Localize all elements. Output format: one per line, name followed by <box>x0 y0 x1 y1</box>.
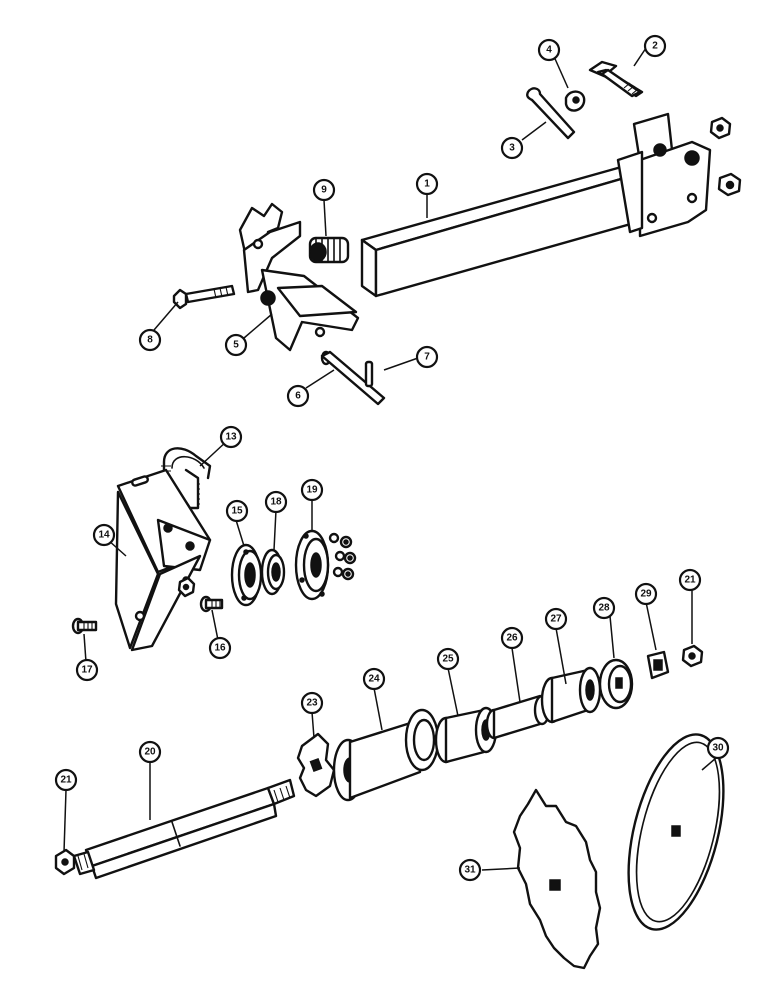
callout-27: 27 <box>544 607 568 631</box>
callout-17-label: 17 <box>81 665 93 676</box>
part-30-disc-blade <box>627 733 725 931</box>
callout-20-label: 20 <box>144 747 156 758</box>
hex-nut-lower-right <box>717 172 742 197</box>
callout-24: 24 <box>362 667 386 691</box>
callout-14-label: 14 <box>98 530 110 541</box>
callout-25-label: 25 <box>442 654 454 665</box>
part-9-spring <box>308 236 350 264</box>
callout-8-label: 8 <box>147 335 153 346</box>
callout-16: 16 <box>208 636 232 660</box>
callout-3-label: 3 <box>509 143 515 154</box>
callout-9: 9 <box>312 178 336 202</box>
part-8-bolt <box>172 284 236 310</box>
part-3-pin <box>526 87 576 140</box>
callout-29-label: 29 <box>640 589 652 600</box>
callout-31: 31 <box>458 858 482 882</box>
part-29-clip <box>646 650 670 680</box>
part-15-bearing-flange <box>230 543 263 607</box>
callout-13: 13 <box>219 425 243 449</box>
callout-25: 25 <box>436 647 460 671</box>
part-24-spool <box>332 708 440 802</box>
part-5-pivot-bracket <box>238 202 360 352</box>
hex-nut-washers-set <box>328 532 357 581</box>
callout-7-label: 7 <box>424 352 430 363</box>
callout-18-label: 18 <box>270 497 282 508</box>
callout-16-label: 16 <box>214 643 226 654</box>
callout-7: 7 <box>415 345 439 369</box>
callout-1: 1 <box>415 172 439 196</box>
callout-29: 29 <box>634 582 658 606</box>
callout-28-label: 28 <box>598 603 610 614</box>
callout-27-label: 27 <box>550 614 562 625</box>
callout-5-label: 5 <box>233 340 239 351</box>
part-21-hex-nut-right <box>681 644 704 668</box>
part-4-clip <box>564 90 586 112</box>
part-17-bolt <box>71 617 98 635</box>
part-28-cap-washer <box>598 658 634 710</box>
part-1-arm-tube <box>360 112 712 298</box>
part-7-roll-pin <box>364 360 374 388</box>
callout-6-label: 6 <box>295 391 301 402</box>
callout-18: 18 <box>264 490 288 514</box>
callout-24-label: 24 <box>368 674 380 685</box>
part-31-notched-disc <box>512 788 602 970</box>
leader-lines <box>63 47 717 871</box>
callout-26-label: 26 <box>506 633 518 644</box>
callout-23: 23 <box>300 691 324 715</box>
callout-19: 19 <box>300 478 324 502</box>
callout-17: 17 <box>75 658 99 682</box>
callout-21-left-label: 21 <box>60 775 72 786</box>
callout-30-label: 30 <box>712 743 724 754</box>
callout-23-label: 23 <box>306 698 318 709</box>
callout-13-label: 13 <box>225 432 237 443</box>
callout-9-label: 9 <box>321 185 327 196</box>
part-20-hex-shaft <box>72 778 296 880</box>
part-16-bolt <box>199 595 224 613</box>
callout-8: 8 <box>138 328 162 352</box>
hex-nut-upper-right <box>709 116 732 140</box>
callout-4: 4 <box>537 38 561 62</box>
callout-1-label: 1 <box>424 179 430 190</box>
part-19-bearing-flange <box>294 529 330 601</box>
part-6-pin <box>320 350 386 406</box>
callout-21-right-label: 21 <box>684 575 696 586</box>
callout-15-label: 15 <box>231 506 243 517</box>
part-23-notched-washer <box>296 732 336 798</box>
callout-28: 28 <box>592 596 616 620</box>
callout-14: 14 <box>92 523 116 547</box>
callout-15: 15 <box>225 499 249 523</box>
part-27-bushing <box>540 666 602 724</box>
part-21-hex-nut-left <box>54 848 76 876</box>
callout-3: 3 <box>500 136 524 160</box>
callout-30: 30 <box>706 736 730 760</box>
callout-20: 20 <box>138 740 162 764</box>
callout-4-label: 4 <box>546 45 552 56</box>
callout-5: 5 <box>224 333 248 357</box>
callout-31-label: 31 <box>464 865 476 876</box>
part-2-bolt <box>588 60 644 98</box>
callout-21-left: 21 <box>54 768 78 792</box>
callout-21-right: 21 <box>678 568 702 592</box>
hex-nut-bracket <box>177 576 196 598</box>
callout-26: 26 <box>500 626 524 650</box>
callout-2-label: 2 <box>652 41 658 52</box>
callout-19-label: 19 <box>306 485 318 496</box>
part-26-tube-spacer <box>485 694 551 740</box>
callout-2: 2 <box>643 34 667 58</box>
part-18-bearing <box>260 548 286 596</box>
callout-6: 6 <box>286 384 310 408</box>
